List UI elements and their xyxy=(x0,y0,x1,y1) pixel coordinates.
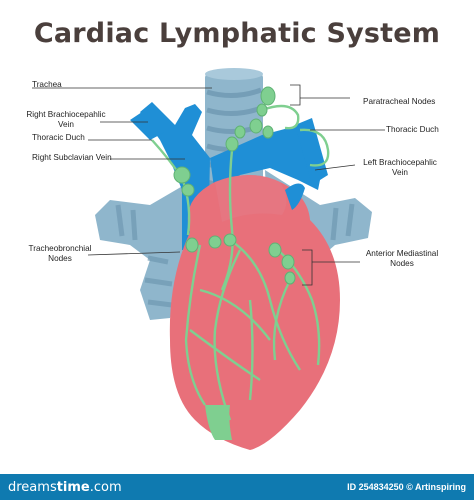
label-trachea: Trachea xyxy=(32,80,62,89)
brand-logo[interactable]: dreamstime.com xyxy=(8,480,122,495)
label-thoracic-duct-left: Thoracic Duch xyxy=(32,133,85,142)
label-right-brachiocephalic-vein: Right Brachiocepahlic Vein xyxy=(20,110,112,130)
brand-suffix: .com xyxy=(89,480,122,495)
label-paratracheal-nodes: Paratracheal Nodes xyxy=(363,97,436,106)
label-right-brachiocephalic-vein-line1: Right Brachiocepahlic xyxy=(26,110,106,119)
label-left-brachiocephalic-vein-line1: Left Brachiocepahlic xyxy=(363,158,437,167)
label-left-brachiocephalic-vein-line2: Vein xyxy=(392,168,408,177)
brand-bold: time xyxy=(56,480,90,495)
label-thoracic-duct-right: Thoracic Duch xyxy=(386,125,439,134)
label-tracheobronchial-nodes-line2: Nodes xyxy=(48,254,72,263)
brand-light: dreams xyxy=(8,480,57,495)
label-anterior-mediastinal-nodes-line1: Anterior Mediastinal xyxy=(365,249,439,258)
label-tracheobronchial-nodes-line1: Tracheobronchial xyxy=(28,244,92,253)
label-left-brachiocephalic-vein: Left Brachiocepahlic Vein xyxy=(355,158,445,178)
label-anterior-mediastinal-nodes-line2: Nodes xyxy=(390,259,414,268)
label-tracheobronchial-nodes: Tracheobronchial Nodes xyxy=(24,244,96,264)
page-title: Cardiac Lymphatic System xyxy=(33,18,441,49)
label-anterior-mediastinal-nodes: Anterior Mediastinal Nodes xyxy=(358,249,446,269)
lymph-nodes xyxy=(173,86,296,285)
label-right-subclavian-vein: Right Subclavian Vein xyxy=(32,153,112,162)
label-right-brachiocephalic-vein-line2: Vein xyxy=(58,120,74,129)
footer-bar: dreamstime.com ID 254834250 © Artinspiri… xyxy=(0,474,474,500)
image-credit: ID 254834250 © Artinspiring xyxy=(347,482,466,492)
leader-lines xyxy=(32,84,385,286)
